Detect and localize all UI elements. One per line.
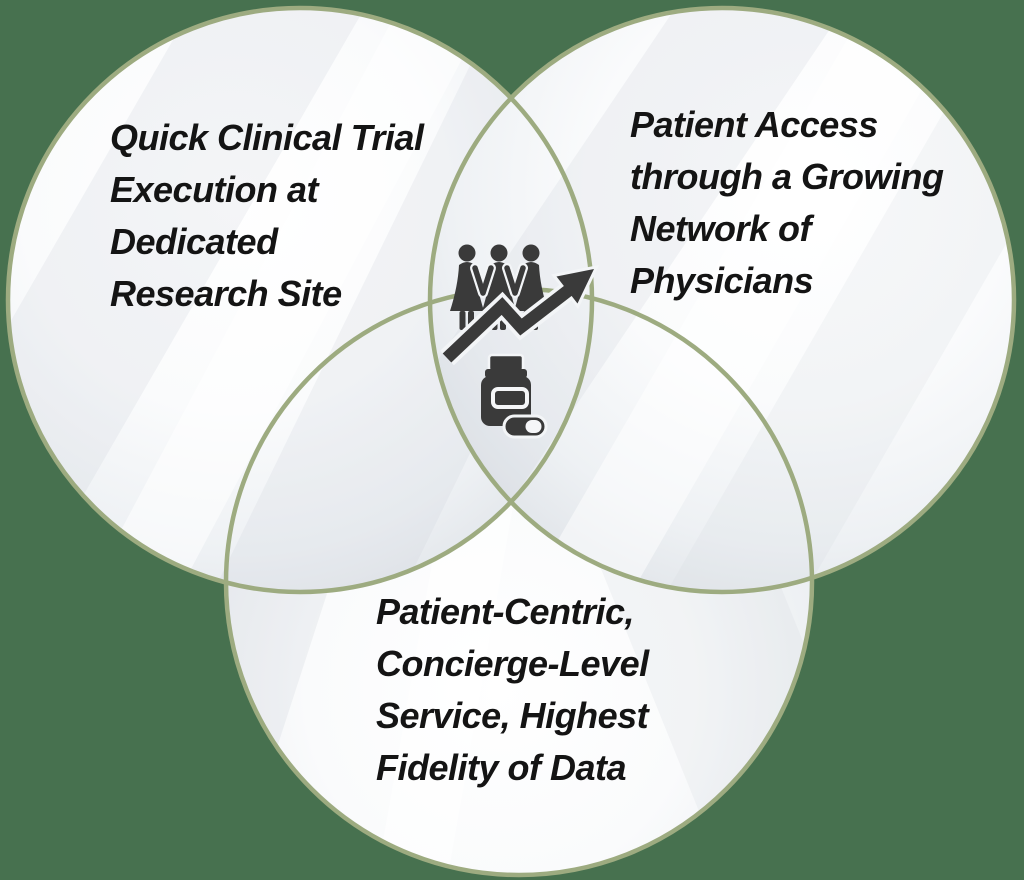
patients-growth-medication-icon [440, 244, 600, 439]
growth-arrow-icon [440, 264, 600, 366]
bottle-label [491, 387, 529, 409]
capsule-icon [502, 414, 548, 439]
circle-top-left-outline [5, 5, 595, 595]
circle-top-right-outline [427, 5, 1017, 595]
pill-bottle-icon [481, 353, 531, 426]
label-patient-centric-service: Patient-Centric, Concierge-Level Service… [376, 591, 649, 788]
label-quick-clinical-trial-execution: Quick Clinical Trial Execution at Dedica… [110, 117, 424, 314]
label-patient-access-network: Patient Access through a Growing Network… [630, 104, 944, 301]
